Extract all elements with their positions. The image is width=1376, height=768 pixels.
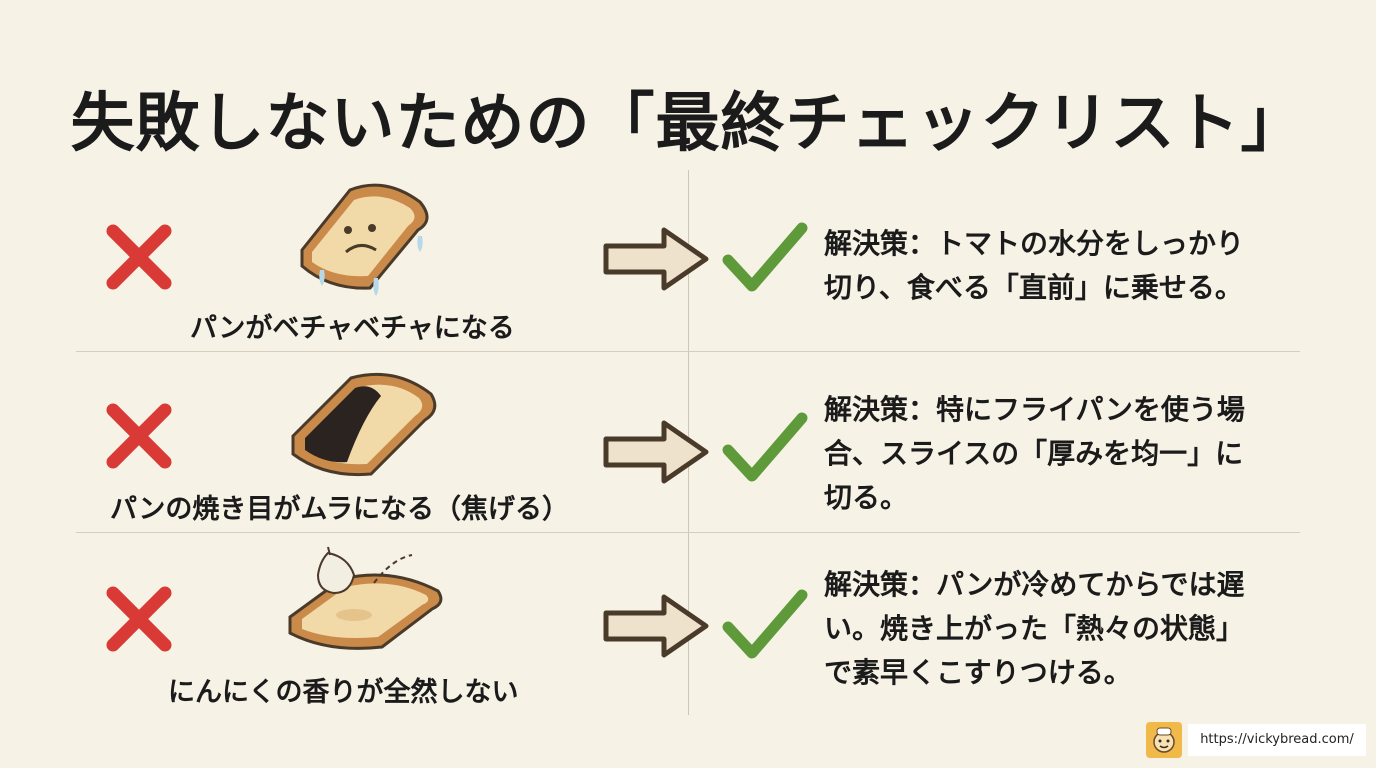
row-divider (76, 532, 1300, 533)
solution-text: 解決策：パンが冷めてからでは遅 い。焼き上がった「熱々の状態」 で素早くこすりつ… (824, 568, 1245, 689)
bread-mascot-icon (1146, 722, 1182, 758)
cross-mark-icon (106, 403, 172, 469)
check-mark-icon (722, 222, 808, 292)
problem-text: にんにくの香りが全然しない (168, 677, 519, 708)
cross-mark-icon (106, 224, 172, 290)
problem-text: パンがベチャベチャになる (190, 313, 515, 344)
footer-url-link[interactable]: https://vickybread.com/ (1188, 724, 1366, 756)
solution-text: 解決策：トマトの水分をしっかり 切り、食べる「直前」に乗せる。 (824, 227, 1245, 304)
solution-text: 解決策：特にフライパンを使う場 合、スライスの「厚みを均一」に 切る。 (824, 393, 1245, 514)
cross-mark-icon (106, 586, 172, 652)
right-arrow-icon (603, 227, 709, 291)
row-divider (76, 351, 1300, 352)
soggy-bread-icon (300, 183, 429, 296)
check-mark-icon (722, 589, 808, 659)
page-title: 失敗しないための「最終チェックリスト」 (70, 87, 1306, 161)
right-arrow-icon (603, 420, 709, 484)
burnt-bread-icon (291, 372, 437, 477)
garlic-bread-icon (288, 546, 443, 650)
check-mark-icon (722, 412, 808, 482)
right-arrow-icon (603, 594, 709, 658)
problem-text: パンの焼き目がムラになる（焦げる） (110, 494, 569, 525)
